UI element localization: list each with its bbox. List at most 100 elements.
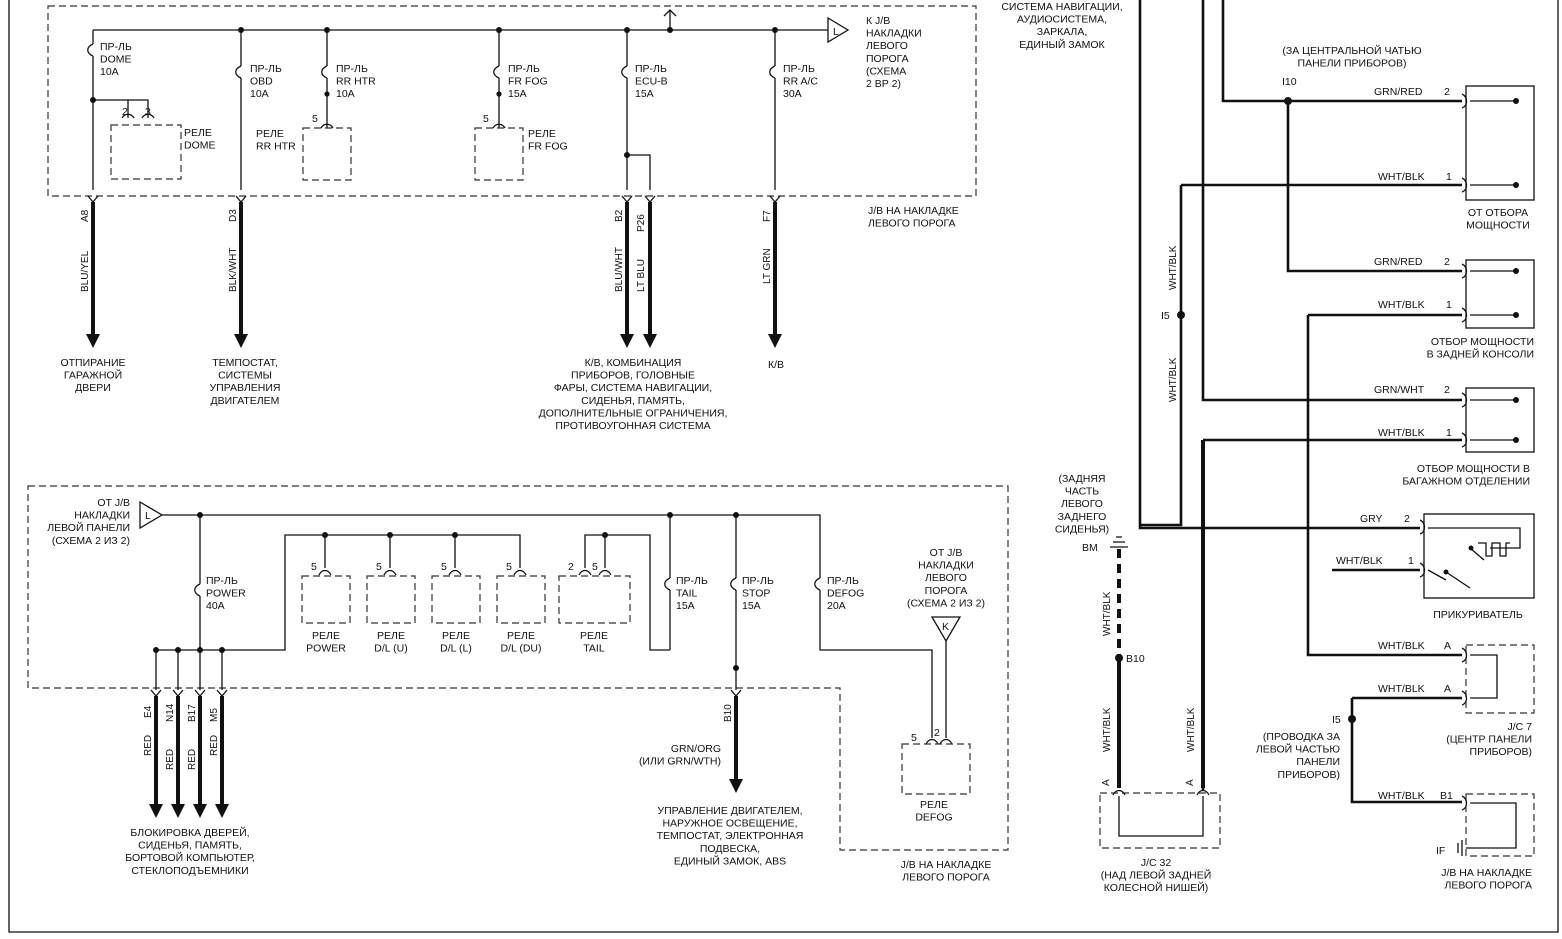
out-d3-pin: D3 (228, 209, 239, 222)
fuse-tail-symbol (664, 577, 671, 591)
splice-i5-lower-dot (1348, 715, 1356, 723)
bottom-jb-boundary (27, 485, 1009, 851)
out-b10-pin: B10 (723, 704, 734, 722)
jc32-pin-a-left: A (1101, 779, 1112, 786)
wire-jc32-right-label: WHT/BLK (1186, 707, 1197, 752)
fuse-ecub-wire (626, 30, 651, 190)
relay-tail-box (558, 575, 631, 624)
bottom-outputs-dest: БЛОКИРОВКА ДВЕРЕЙ,СИДЕНЬЯ, ПАМЯТЬ,БОРТОВ… (125, 826, 255, 877)
top-jb-boundary (47, 5, 977, 197)
fuse-power-wire (155, 515, 521, 690)
relay-tail-pin-2: 2 (568, 561, 574, 573)
out-e4-wire: RED (143, 735, 154, 756)
splice-i10-dot (1284, 97, 1292, 105)
trunk-grn-red-2 (1286, 101, 1462, 273)
splice-i5-upper-dot (1177, 311, 1185, 319)
relay-dome-pin-2: 2 (122, 106, 128, 118)
out-b10-wire: GRN/ORG(ИЛИ GRN/WTH) (639, 743, 721, 768)
defog-relay-wire (925, 641, 953, 745)
jb-bottom-right (1457, 793, 1535, 857)
defog-relay-box (901, 743, 971, 795)
relay-dome-pin-3: 3 (145, 106, 151, 118)
wire-b10-jc32-label: WHT/BLK (1102, 707, 1113, 752)
outlet-3-pin-2: 2 (1444, 384, 1450, 396)
outlet-2-wire-1: WHT/BLK (1378, 299, 1425, 311)
trunk-grn-wht (1201, 0, 1462, 402)
fuse-defog-symbol (814, 577, 821, 591)
outlet-3 (1461, 387, 1535, 453)
jc7-wire-2: WHT/BLK (1378, 683, 1425, 695)
relay-bottom-pins (318, 569, 612, 576)
relay-dldu-box (496, 575, 546, 624)
trunk-wht-blk-i5 (1179, 183, 1462, 315)
top-connector-letter: L (833, 26, 839, 38)
trunk-i5-jc7 (1350, 696, 1462, 804)
trunk-gry (1138, 0, 1420, 530)
out-n14-pin: N14 (165, 703, 176, 722)
relay-frfog-box (474, 127, 524, 181)
lighter-pin-1: 1 (1408, 555, 1414, 567)
relay-rrhtr-pin (320, 123, 334, 129)
out-m5-pin: M5 (209, 708, 220, 722)
ground-label: BM (1082, 542, 1098, 554)
out-n14-wire: RED (165, 749, 176, 770)
bottom-outputs (149, 689, 743, 818)
outlet-3-wire-2: GRN/WHT (1374, 384, 1425, 396)
relay-frfog-pin-5: 5 (483, 113, 489, 125)
outlet-2-pin-1: 1 (1446, 299, 1452, 311)
outlet-1-wire-1: WHT/BLK (1378, 171, 1425, 183)
fuse-frfog-symbol (493, 65, 500, 79)
splice-i5-lower-label: I5 (1332, 714, 1341, 726)
outlet-1-pin-2: 2 (1444, 86, 1450, 98)
defog-relay-pin-5: 5 (911, 732, 917, 744)
top-connector-arrow (827, 16, 850, 44)
relay-rrhtr-pin-5: 5 (312, 113, 318, 125)
right-top-note: СИСТЕМА НАВИГАЦИИ,АУДИОСИСТЕМА,ЗАРКАЛА,Е… (1001, 1, 1122, 51)
relay-power-pin: 5 (311, 561, 317, 573)
trunk-i10 (1221, 0, 1288, 103)
lighter (1419, 513, 1535, 599)
out-f7-dest: К/В (768, 359, 784, 371)
outlet-2 (1461, 259, 1535, 329)
lighter-wire-1: WHT/BLK (1336, 555, 1383, 567)
jc7 (1461, 644, 1535, 714)
fuse-ecub-symbol (621, 65, 628, 79)
relay-tail-pin-5: 5 (592, 561, 598, 573)
relay-dlu-pin: 5 (376, 561, 382, 573)
relay-frfog-pin (492, 123, 506, 129)
outlet-2-wire-2: GRN/RED (1374, 256, 1423, 268)
outlet-2-pin-2: 2 (1444, 256, 1450, 268)
out-e4-pin: E4 (143, 705, 154, 718)
ground-symbol (1110, 536, 1128, 548)
out-a8-wire: BLU/YEL (80, 250, 91, 292)
relay-dldu-pin: 5 (506, 561, 512, 573)
out-b17-pin: B17 (187, 704, 198, 722)
defog-connector-arrow (930, 616, 962, 643)
jc7-pin-1: A (1444, 640, 1451, 652)
outlet-3-wire-1: WHT/BLK (1378, 427, 1425, 439)
trunk-wire-label-1: WHT/BLK (1168, 245, 1179, 290)
top-outputs (86, 195, 782, 348)
